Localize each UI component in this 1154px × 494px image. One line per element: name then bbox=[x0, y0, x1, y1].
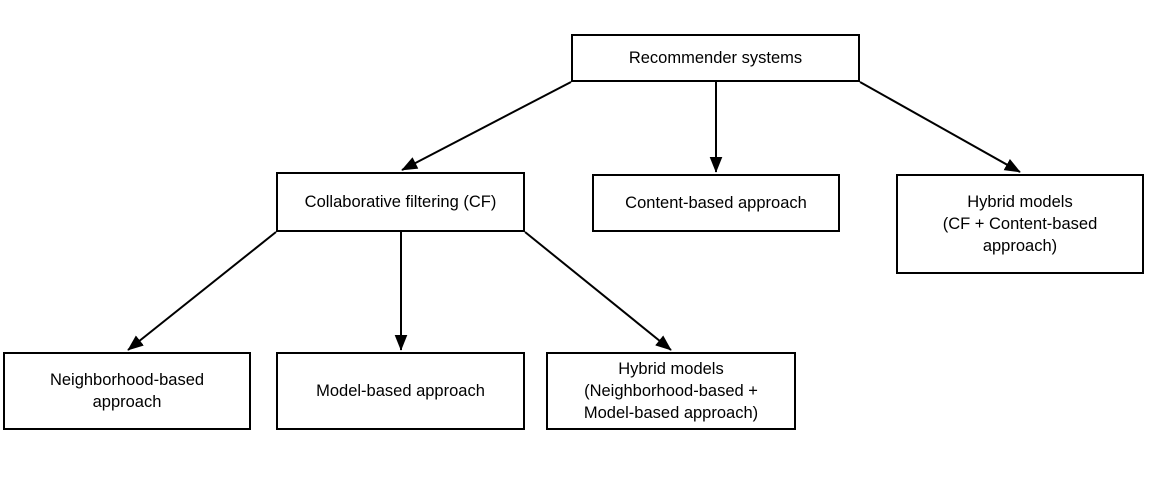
node-collaborative-filtering[interactable]: Collaborative filtering (CF) bbox=[276, 172, 525, 232]
edge-cf-to-neighborhood-based bbox=[127, 231, 277, 351]
edge-root-to-collaborative-filtering bbox=[401, 81, 572, 171]
node-recommender-systems[interactable]: Recommender systems bbox=[571, 34, 860, 82]
node-label-hybrid-models-neighborhood-model: Hybrid models (Neighborhood-based + Mode… bbox=[583, 359, 759, 423]
node-label-content-based-approach: Content-based approach bbox=[625, 193, 807, 212]
node-label-neighborhood-based-approach: Neighborhood-based approach bbox=[49, 370, 205, 411]
node-neighborhood-based-approach[interactable]: Neighborhood-based approach bbox=[3, 352, 251, 430]
node-hybrid-models-neighborhood-model[interactable]: Hybrid models (Neighborhood-based + Mode… bbox=[546, 352, 796, 430]
node-content-based-approach[interactable]: Content-based approach bbox=[592, 174, 840, 232]
node-label-collaborative-filtering: Collaborative filtering (CF) bbox=[304, 192, 497, 211]
node-model-based-approach[interactable]: Model-based approach bbox=[276, 352, 525, 430]
node-hybrid-models-cf-content[interactable]: Hybrid models (CF + Content-based approa… bbox=[896, 174, 1144, 274]
node-label-hybrid-models-cf-content: Hybrid models (CF + Content-based approa… bbox=[942, 192, 1098, 256]
edge-root-to-hybrid-top bbox=[859, 81, 1021, 173]
node-label-recommender-systems: Recommender systems bbox=[628, 48, 803, 67]
node-label-model-based-approach: Model-based approach bbox=[316, 381, 485, 400]
edge-cf-to-hybrid-bottom bbox=[524, 231, 672, 351]
